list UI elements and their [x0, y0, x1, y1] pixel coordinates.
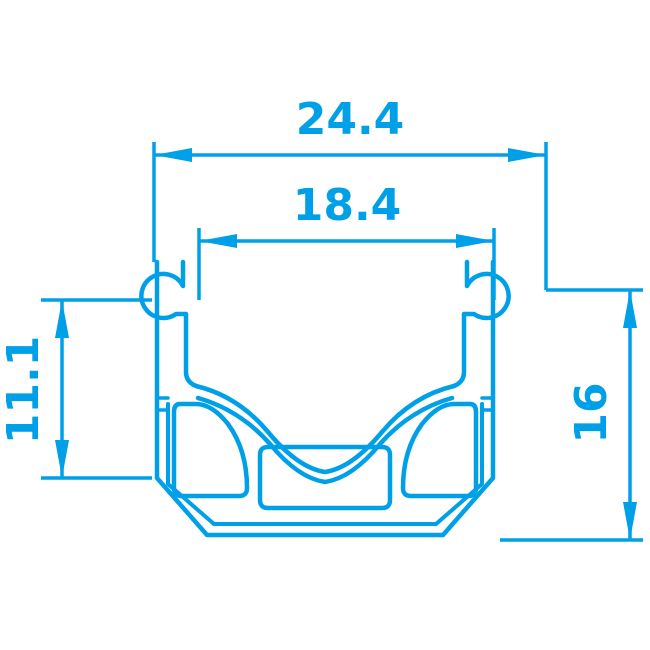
dimension-outer-width [152, 142, 548, 290]
center-chamber [257, 444, 393, 511]
rim-bed-inner-line [195, 395, 455, 485]
arrowhead-right-18 [456, 234, 494, 248]
arrowhead-top-16 [623, 290, 637, 328]
dim-arrows-11 [55, 300, 69, 478]
left-bead-hook [139, 259, 199, 389]
arrowhead-bottom-16 [623, 502, 637, 540]
arrowhead-top-11 [55, 300, 69, 338]
arrowhead-left-24 [154, 148, 192, 162]
left-chamber [171, 401, 250, 499]
left-wall-notch [155, 396, 170, 412]
left-lower-inner-wall [166, 402, 216, 526]
dimension-label-left-height: 11.1 [0, 336, 49, 445]
dimension-inner-width [197, 228, 496, 300]
dimension-right-height [500, 288, 643, 542]
arrowhead-left-18 [199, 234, 237, 248]
right-bead-hook [451, 259, 511, 389]
arrowhead-right-24 [508, 148, 546, 162]
dim-arrows-24 [154, 148, 546, 162]
rim-profile-outline [139, 259, 511, 538]
dimension-label-inner-width: 18.4 [293, 180, 402, 231]
dim-arrows-18 [199, 234, 494, 248]
right-chamber [400, 401, 479, 499]
right-lower-inner-wall [434, 402, 484, 526]
spoke-bed-curve [193, 383, 457, 475]
right-wall-notch [480, 396, 495, 412]
dimension-label-right-height: 16 [566, 382, 617, 443]
arrowhead-bottom-11 [55, 440, 69, 478]
rim-outer-boundary [154, 259, 496, 538]
dimension-label-outer-width: 24.4 [296, 94, 405, 145]
dim-arrows-16 [623, 290, 637, 540]
